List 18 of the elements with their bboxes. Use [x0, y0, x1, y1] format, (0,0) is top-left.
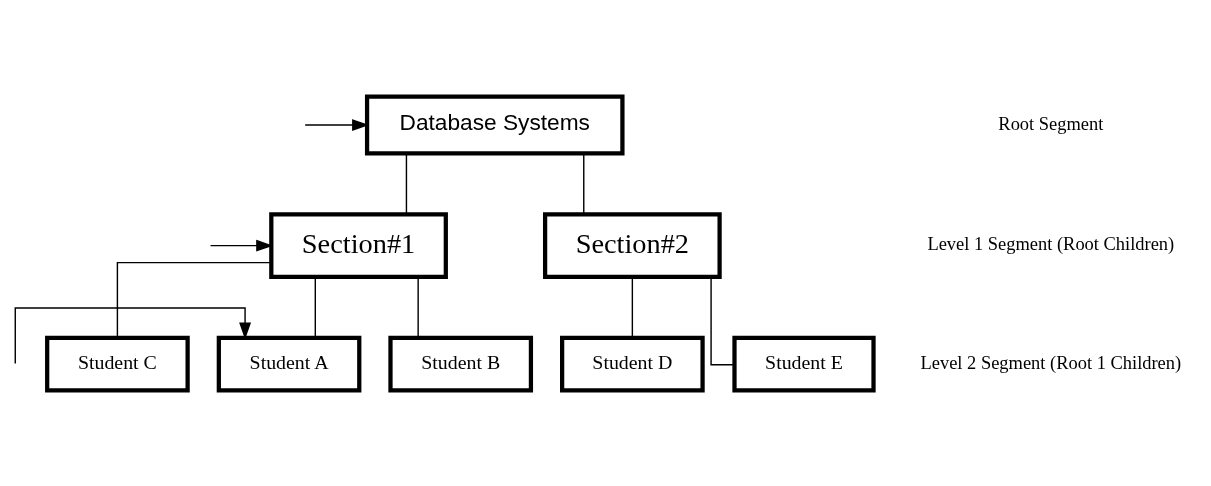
connector [116, 261, 272, 338]
connector [314, 276, 316, 338]
label: Level 1 Segment (Root Children) [927, 233, 1175, 254]
arrow [14, 306, 252, 364]
connector [583, 152, 585, 215]
connector [631, 276, 634, 338]
label: Root Segment [998, 113, 1104, 134]
node-box: Database Systems [364, 94, 625, 156]
node-box: Section#1 [269, 211, 448, 279]
connector [405, 152, 408, 215]
node-box: Student D [560, 335, 705, 392]
node-box: Section#2 [543, 211, 722, 279]
node-box: Student C [45, 335, 190, 392]
node-box: Student A [216, 335, 362, 392]
node-box: Student E [732, 335, 876, 392]
connector [417, 276, 419, 338]
label: Level 2 Segment (Root 1 Children) [920, 352, 1182, 373]
node-box: Student B [388, 335, 534, 392]
